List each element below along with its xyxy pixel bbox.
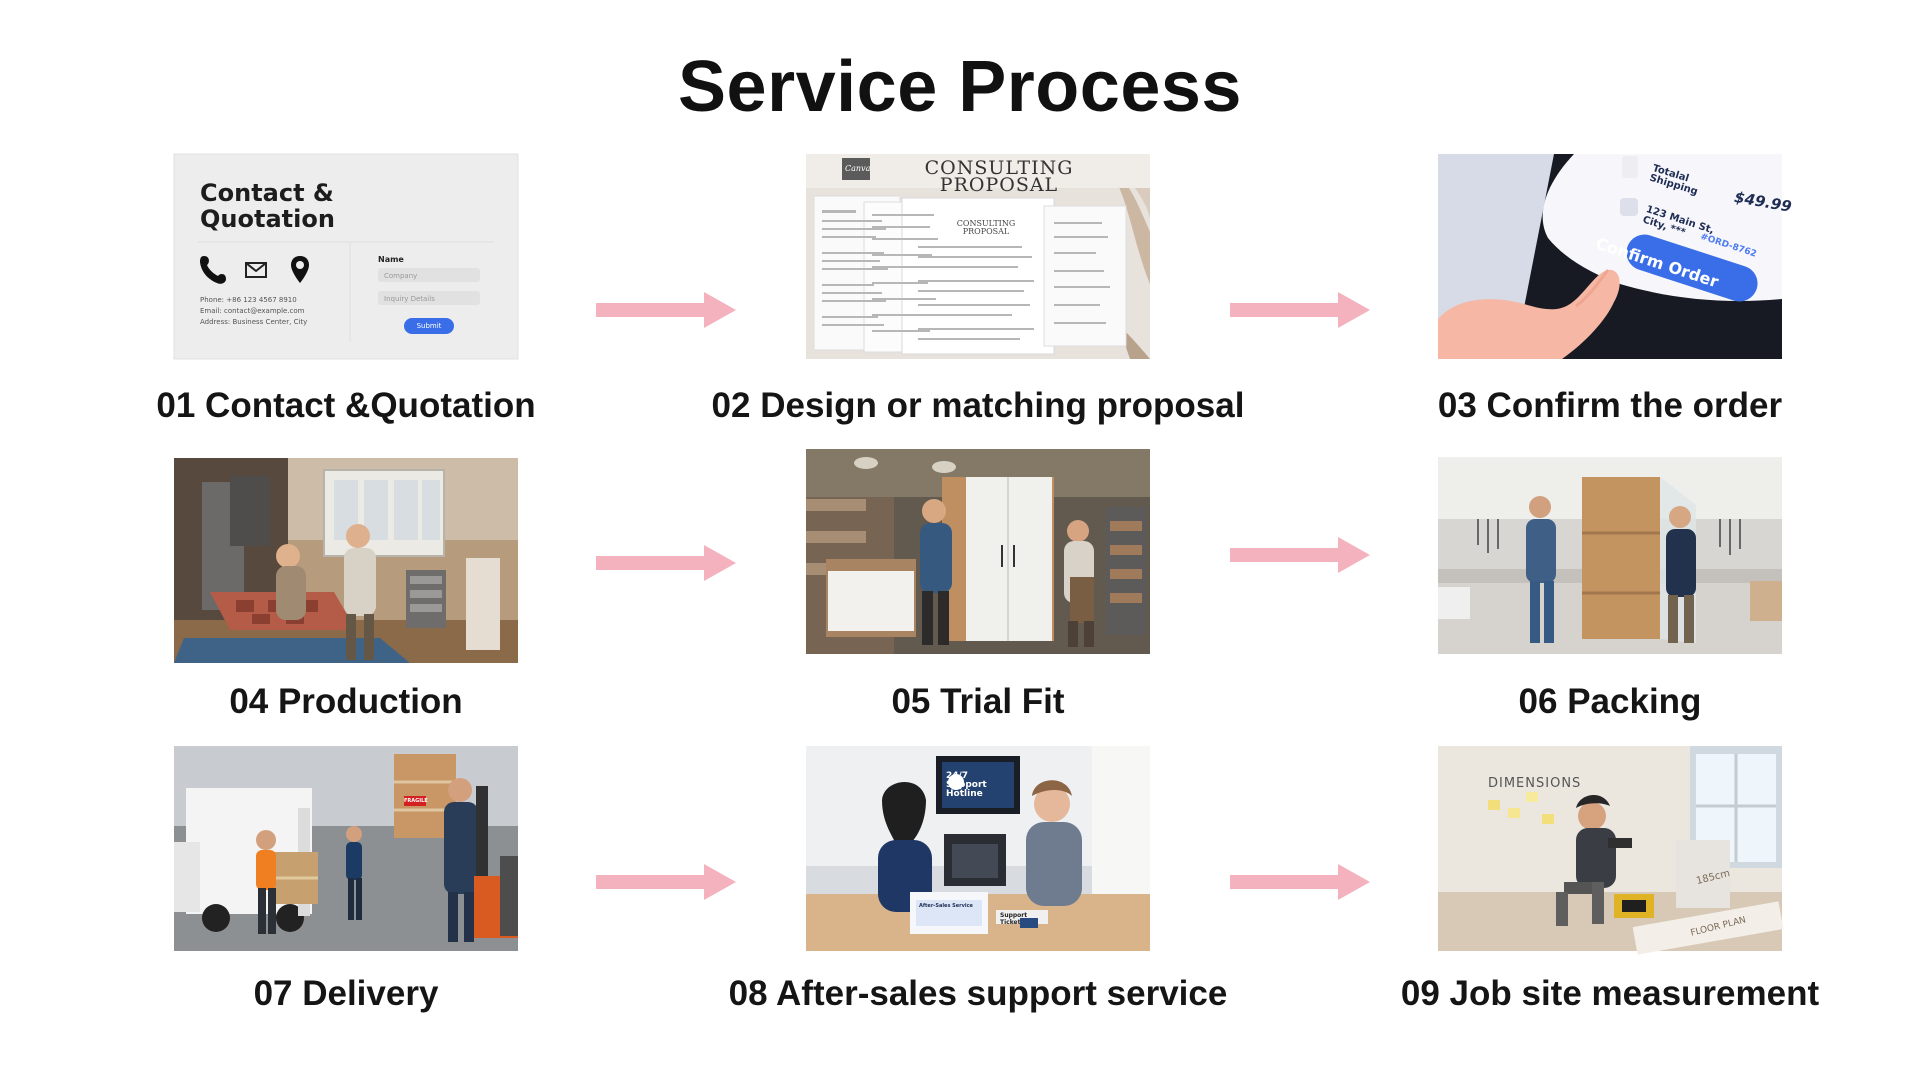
step-08-caption: 08 After-sales support service bbox=[728, 974, 1228, 1013]
step-02: Canva CONSULTING PROPOSAL CONSULTING PRO… bbox=[712, 154, 1244, 425]
production-workshop-photo bbox=[174, 458, 518, 663]
step-07-image: FRAGILE bbox=[174, 746, 518, 951]
after-sales-support-photo bbox=[806, 746, 1150, 951]
step-03-image: Totalal Shipping $49.99 123 Main St, Cit… bbox=[1438, 154, 1793, 359]
step-07-caption: 07 Delivery bbox=[253, 974, 439, 1013]
contact-details: Phone: +86 123 4567 8910 Email: contact@… bbox=[200, 296, 308, 326]
step-09-image: DIMENSIONS 185cm FLOOR PLAN bbox=[1438, 746, 1784, 955]
step-01-image: Contact & Quotation Phone: +86 123 4567 … bbox=[173, 153, 519, 360]
packing-workshop-photo bbox=[1438, 449, 1782, 654]
delivery-truck-photo bbox=[174, 746, 518, 951]
support-hotline-screen: 24/7 Support Hotline bbox=[946, 771, 987, 799]
step-04-image bbox=[174, 458, 518, 663]
step-04: 04 Production bbox=[174, 458, 518, 721]
phone-icon bbox=[200, 256, 226, 284]
page-title: Service Process bbox=[678, 47, 1242, 127]
step-05: 05 Trial Fit bbox=[806, 449, 1150, 721]
step-07: FRAGILE 07 Delivery bbox=[174, 746, 518, 1013]
arrow-right-icon bbox=[596, 864, 736, 900]
support-ticket-card: Support Ticket bbox=[1000, 912, 1028, 926]
step-02-image: Canva CONSULTING PROPOSAL CONSULTING PRO… bbox=[806, 154, 1150, 359]
step-01: Contact & Quotation Phone: +86 123 4567 … bbox=[156, 153, 536, 425]
mobile-order-illustration bbox=[1438, 154, 1782, 359]
proposal-heading: CONSULTING PROPOSAL bbox=[924, 157, 1074, 196]
name-field-label: Name bbox=[378, 255, 404, 264]
step-08: 24/7 Support Hotline After-Sales Service… bbox=[729, 746, 1227, 1013]
step-09: DIMENSIONS 185cm FLOOR PLAN 09 Job site … bbox=[1401, 746, 1819, 1013]
step-08-image: 24/7 Support Hotline After-Sales Service… bbox=[806, 746, 1150, 951]
contact-quotation-title: Contact & Quotation bbox=[200, 179, 335, 233]
arrow-right-icon bbox=[596, 292, 736, 328]
step-02-caption: 02 Design or matching proposal bbox=[711, 386, 1245, 425]
step-06-image bbox=[1438, 449, 1782, 654]
step-03: Totalal Shipping $49.99 123 Main St, Cit… bbox=[1438, 154, 1793, 425]
step-04-caption: 04 Production bbox=[229, 682, 463, 721]
step-06-caption: 06 Packing bbox=[1518, 682, 1702, 721]
proposal-subheading: CONSULTING PROPOSAL bbox=[956, 219, 1016, 236]
submit-button[interactable]: Submit bbox=[404, 318, 454, 334]
dimensions-wall-label: DIMENSIONS bbox=[1488, 776, 1582, 791]
step-05-caption: 05 Trial Fit bbox=[891, 682, 1065, 721]
step-03-caption: 03 Confirm the order bbox=[1437, 386, 1783, 425]
mail-icon bbox=[245, 262, 267, 278]
arrow-right-icon bbox=[1230, 292, 1370, 328]
job-site-measurement-photo bbox=[1438, 746, 1784, 955]
arrow-right-icon bbox=[596, 545, 736, 581]
step-06: 06 Packing bbox=[1438, 449, 1782, 721]
arrow-right-icon bbox=[1230, 537, 1370, 573]
step-05-image bbox=[806, 449, 1150, 654]
company-field-placeholder: Company bbox=[384, 272, 418, 280]
step-01-caption: 01 Contact &Quotation bbox=[156, 386, 536, 425]
trial-fit-workshop-photo bbox=[806, 449, 1150, 654]
proposal-documents-illustration bbox=[806, 154, 1150, 359]
step-09-caption: 09 Job site measurement bbox=[1400, 974, 1820, 1013]
location-icon bbox=[291, 256, 309, 283]
contact-card-illustration bbox=[173, 153, 519, 360]
inquiry-field-placeholder: Inquiry Details bbox=[384, 295, 435, 303]
arrow-right-icon bbox=[1230, 864, 1370, 900]
